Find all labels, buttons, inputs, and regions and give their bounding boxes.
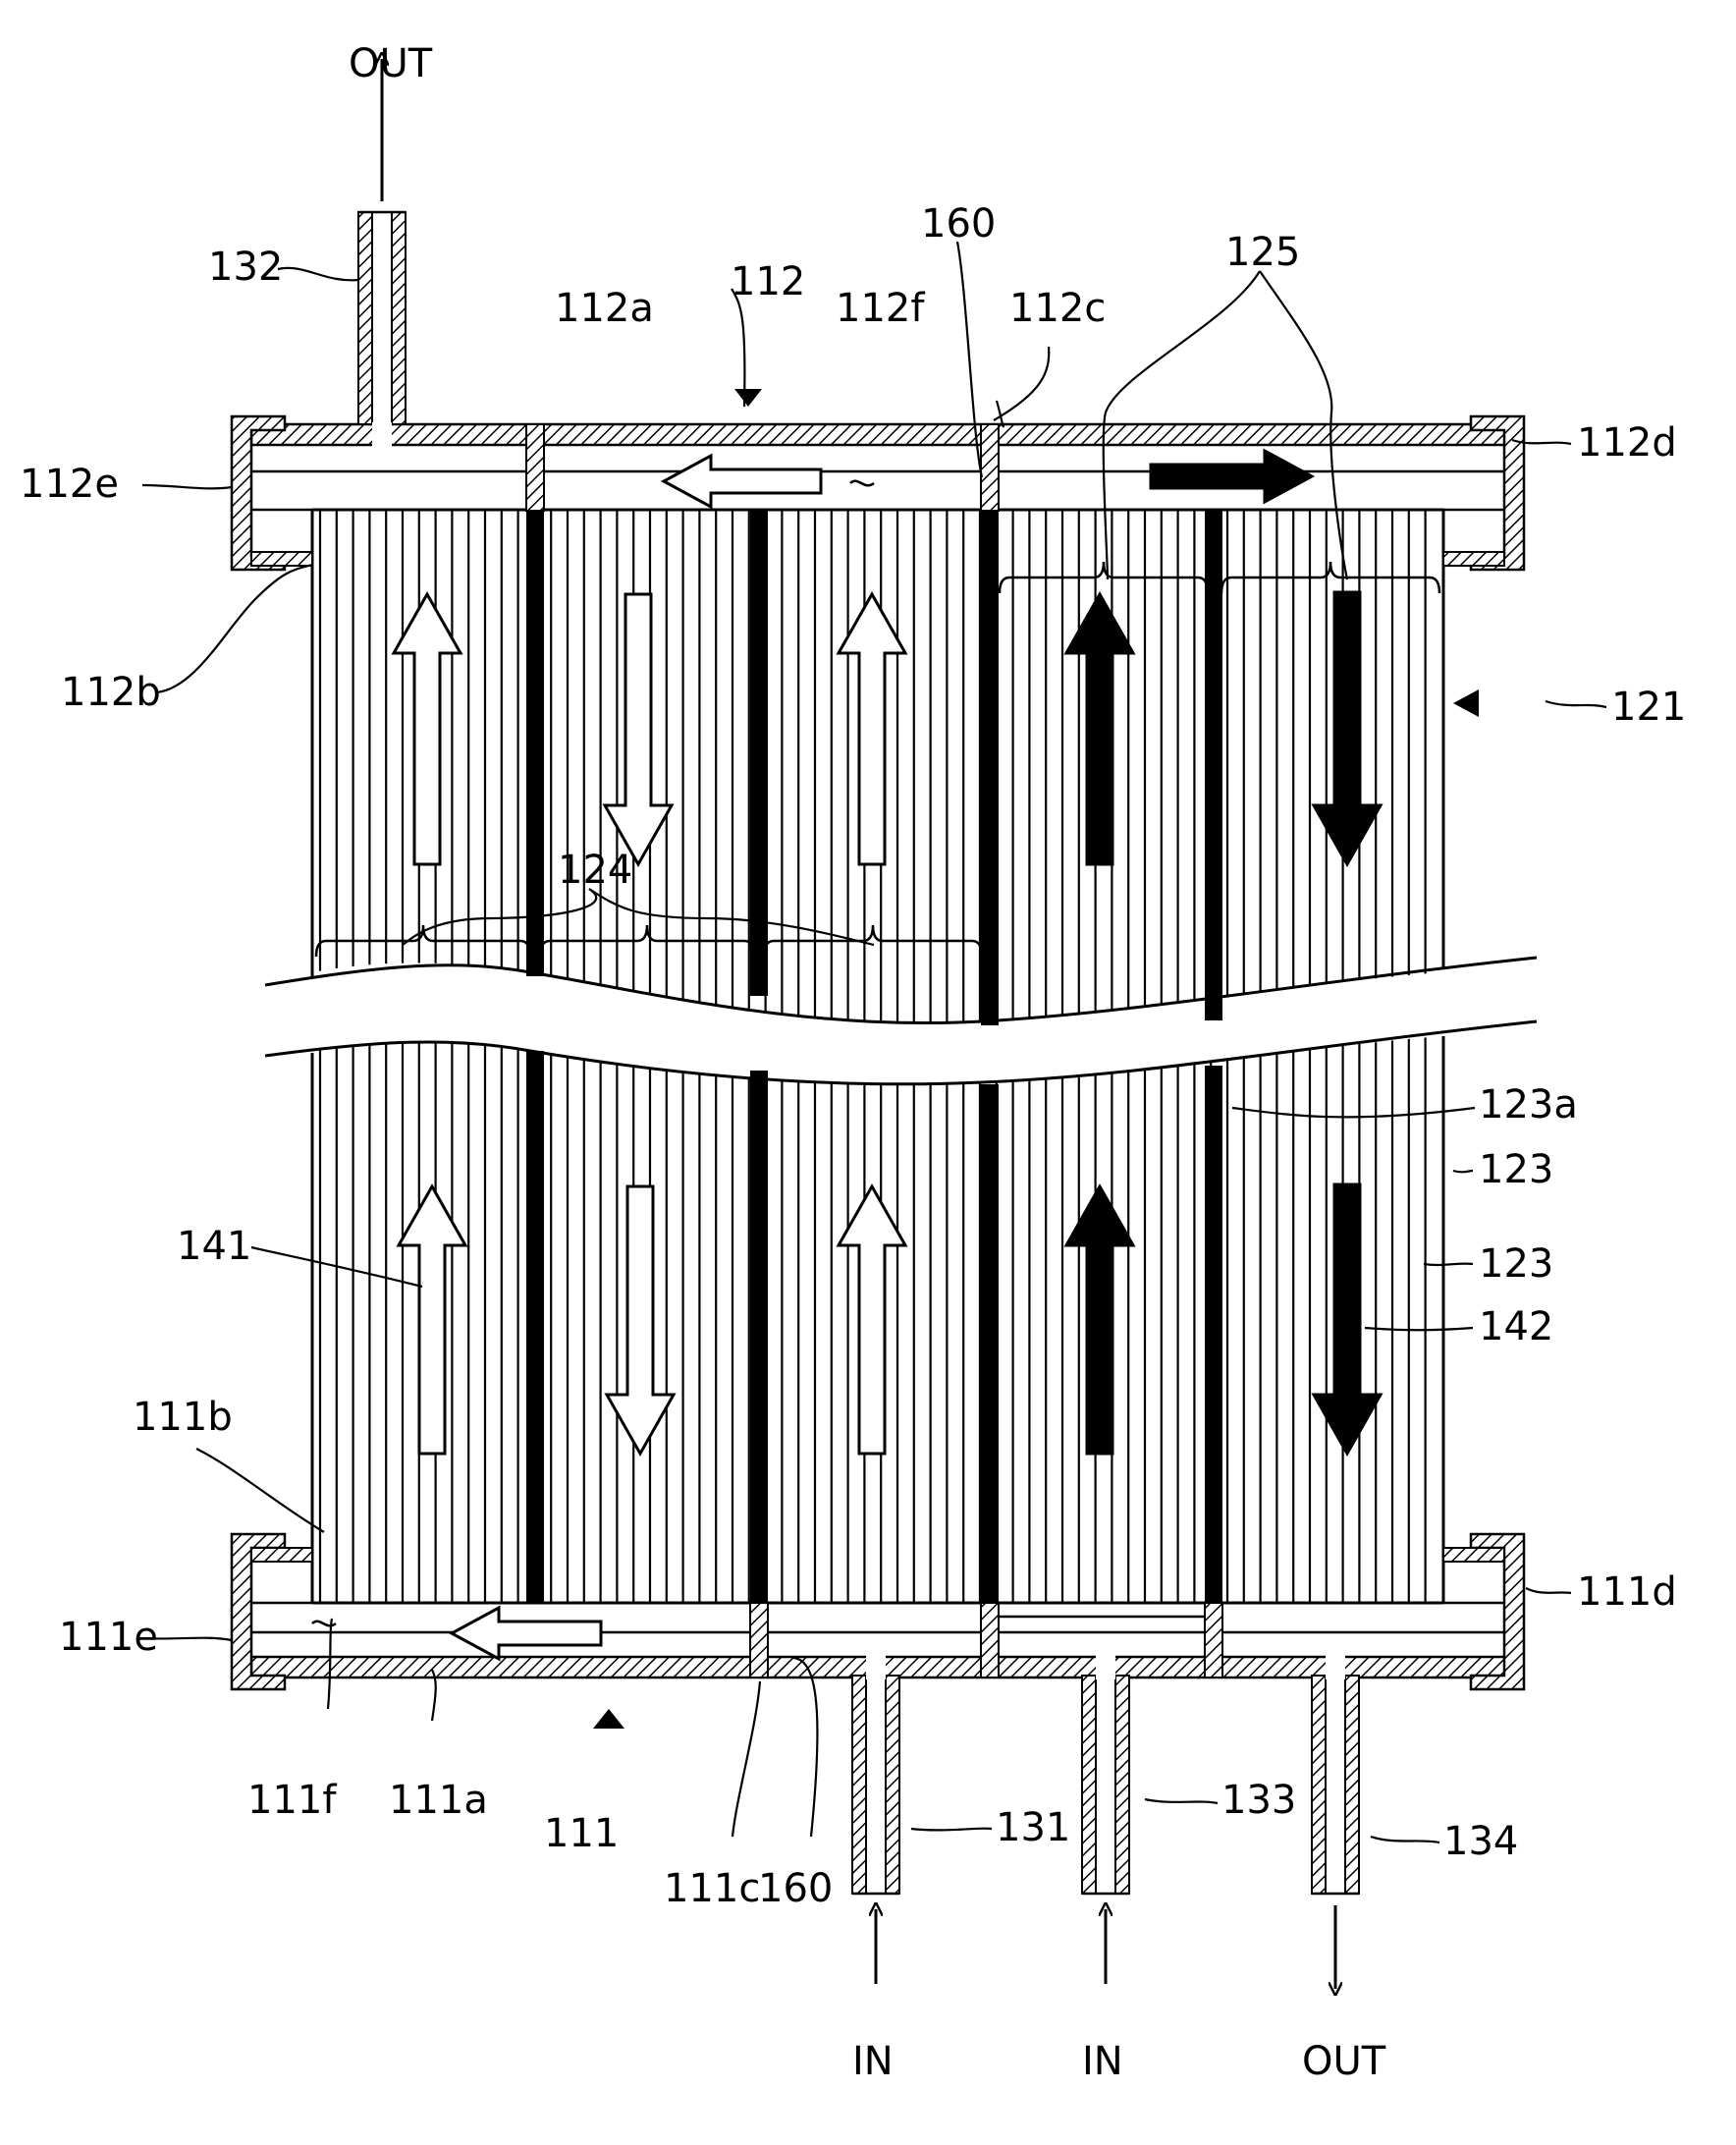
header-flow-arrow-right [1151, 451, 1312, 502]
lower-header-flow-arrow [452, 1608, 601, 1659]
pointer-arrow-112 [734, 389, 762, 407]
outlet-pipe-132 [358, 59, 406, 448]
baffle-lower [750, 1603, 768, 1678]
pointer-arrow-111 [593, 1709, 624, 1729]
label-top-out: OUT [349, 41, 433, 86]
label-bottom-in-2: IN [1082, 2039, 1123, 2084]
label-112b: 112b [61, 670, 161, 715]
outlet-pipe-134 [1312, 1654, 1359, 1894]
label-111a: 111a [389, 1778, 488, 1823]
partition-tube [750, 1071, 768, 1603]
label-bottom-in-1: IN [852, 2039, 894, 2084]
baffle-upper [981, 424, 999, 511]
header-flow-arrow-left [664, 456, 821, 507]
label-160-bottom: 160 [758, 1866, 833, 1911]
label-112: 112 [731, 259, 805, 304]
label-131: 131 [996, 1805, 1070, 1850]
label-111f: 111f [247, 1778, 337, 1823]
label-123-first: 123 [1479, 1147, 1553, 1192]
label-112a: 112a [555, 286, 654, 331]
label-132: 132 [208, 245, 283, 290]
label-111d: 111d [1577, 1569, 1677, 1615]
baffle-lower [981, 1603, 999, 1678]
label-112e: 112e [20, 462, 119, 507]
label-bottom-out: OUT [1302, 2039, 1386, 2084]
label-125: 125 [1225, 230, 1300, 275]
label-142: 142 [1479, 1304, 1553, 1349]
partition-tube [526, 1051, 544, 1603]
partition-tube [981, 1084, 999, 1603]
partition-tube [1205, 1066, 1222, 1603]
baffle-lower [1205, 1603, 1222, 1678]
label-160-top: 160 [921, 201, 996, 247]
pointer-arrow-121 [1453, 689, 1479, 717]
bottom-flow-arrows [876, 1905, 1335, 1989]
label-112c: 112c [1009, 286, 1106, 331]
label-134: 134 [1443, 1819, 1518, 1864]
label-124: 124 [558, 848, 632, 893]
label-141: 141 [177, 1224, 251, 1269]
inlet-pipe-133 [1082, 1654, 1129, 1894]
label-111e: 111e [59, 1615, 158, 1660]
baffle-upper [526, 424, 544, 511]
label-123a: 123a [1479, 1082, 1578, 1128]
label-111: 111 [544, 1811, 619, 1856]
inlet-pipe-131 [852, 1654, 899, 1894]
label-123-second: 123 [1479, 1241, 1553, 1287]
label-121: 121 [1611, 685, 1686, 730]
label-112d: 112d [1577, 420, 1677, 466]
partition-tube [526, 510, 544, 976]
label-112f: 112f [836, 286, 925, 331]
partition-tube [981, 510, 999, 1025]
label-111b: 111b [133, 1395, 233, 1440]
label-111c: 111c [664, 1866, 760, 1911]
label-133: 133 [1221, 1778, 1296, 1823]
